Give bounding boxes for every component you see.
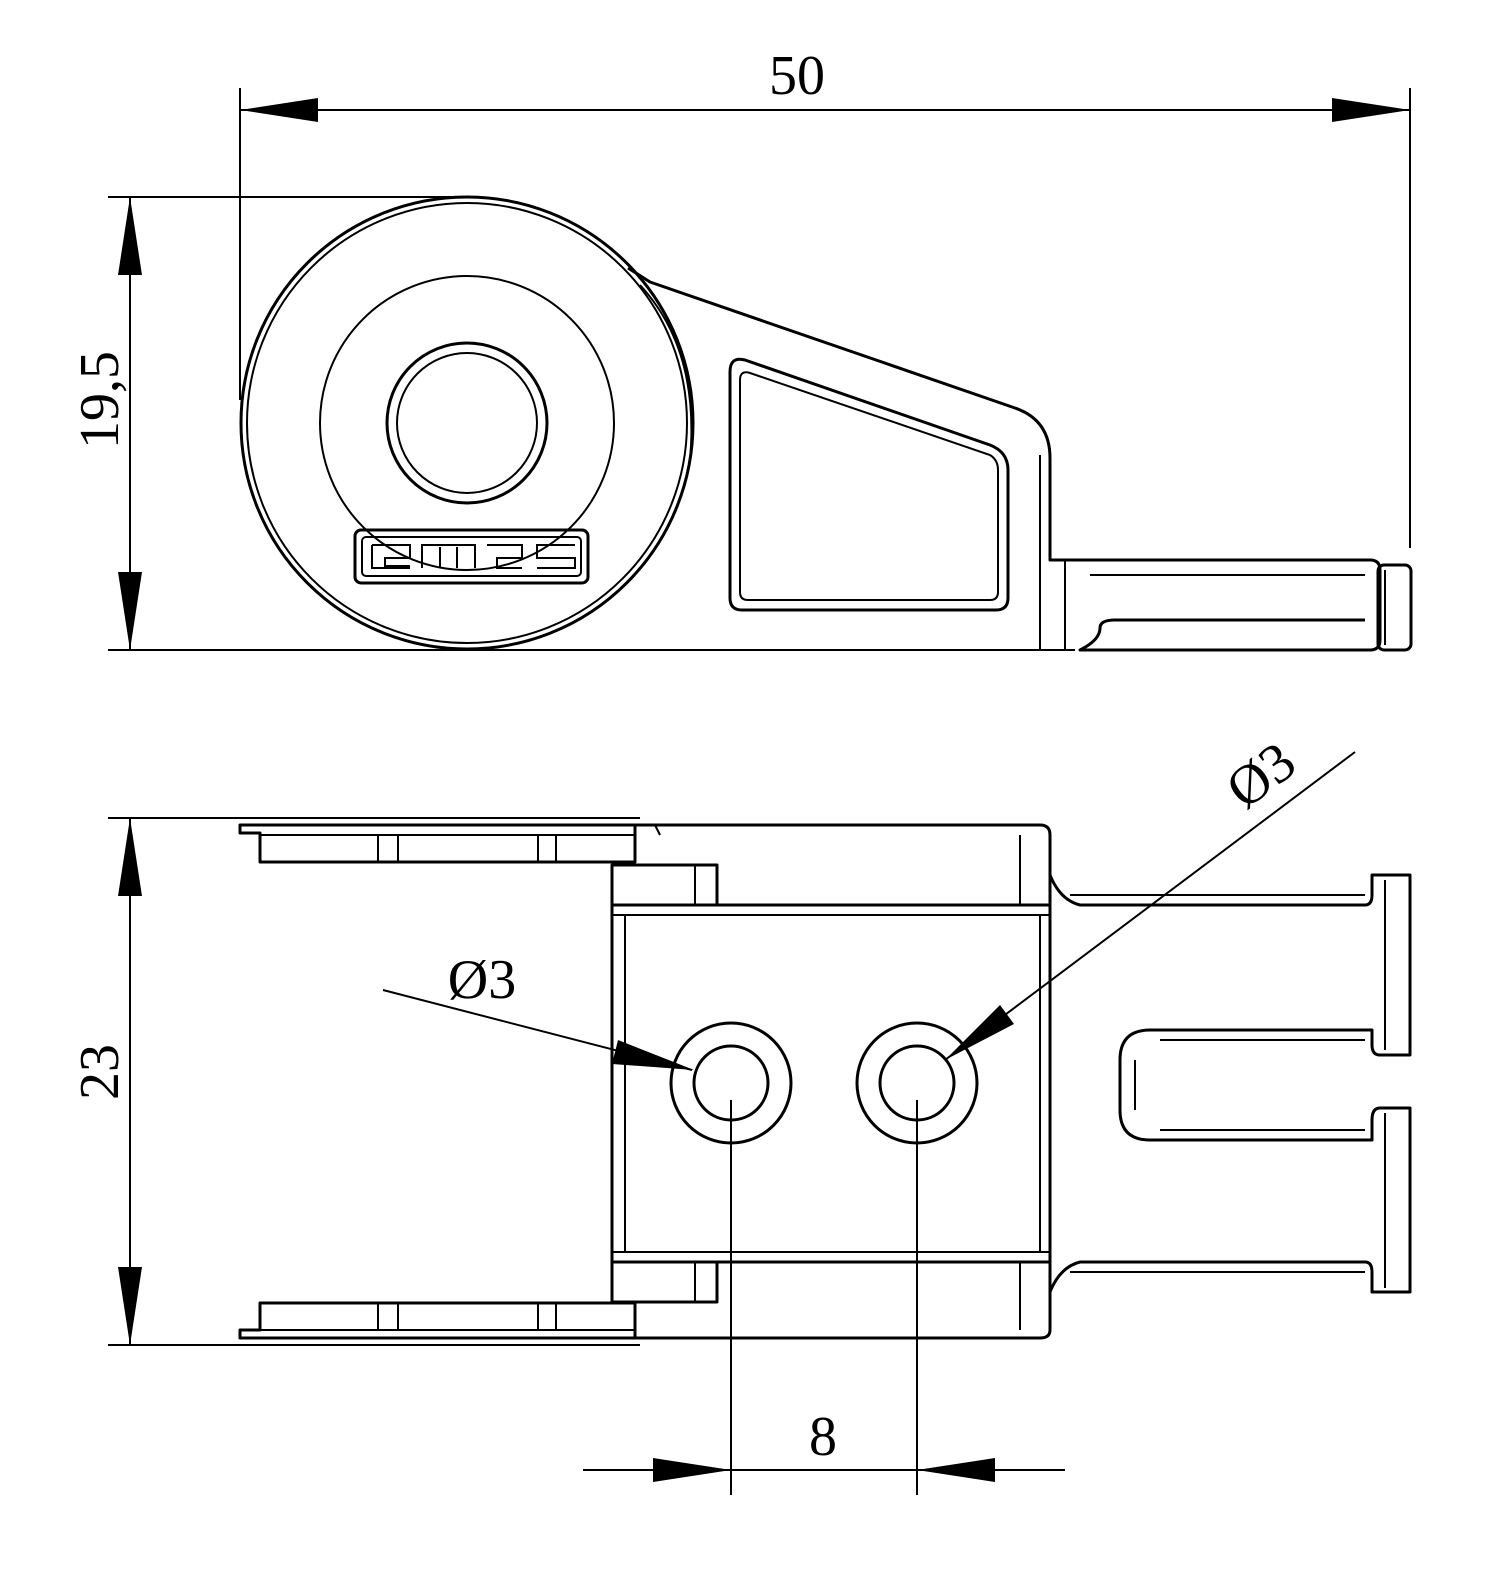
side-view: 50 19,5 [69, 45, 1413, 652]
dimension-hole-spacing: 8 [583, 1100, 1065, 1495]
emas-logo [353, 528, 590, 585]
dimension-label-8: 8 [809, 1406, 837, 1468]
dimension-label-50: 50 [769, 45, 825, 107]
dimension-overall-length: 50 [239, 45, 1411, 548]
dimension-label-diameter-left: Ø3 [448, 949, 516, 1011]
dimension-top-width: 23 [69, 817, 640, 1346]
dimension-side-height: 19,5 [69, 196, 1075, 651]
dimension-hole-diameter-left: Ø3 [382, 949, 694, 1071]
dimension-label-diameter-right: Ø3 [1215, 730, 1307, 821]
dimension-label-19-5: 19,5 [69, 351, 131, 449]
top-view: 23 [69, 730, 1412, 1495]
dimension-label-23: 23 [69, 1044, 131, 1100]
